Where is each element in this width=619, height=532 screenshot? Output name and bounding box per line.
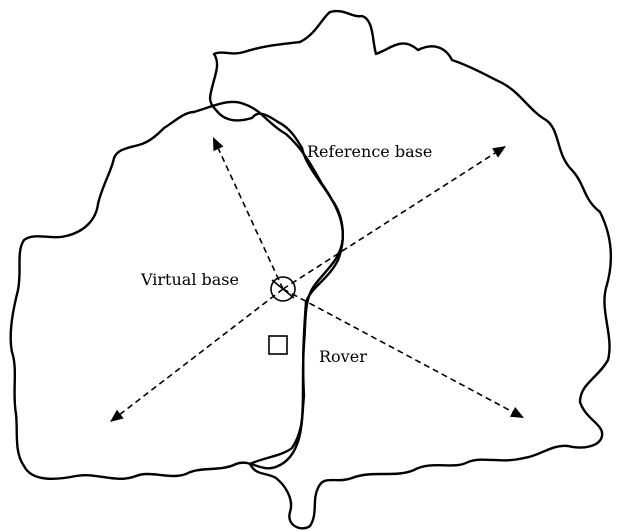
- arrow-up-left-head: [213, 137, 224, 152]
- virtual-base-label: Virtual base: [140, 270, 239, 289]
- virtual-base-marker: [270, 276, 296, 302]
- arrow-up-right-line: [282, 152, 496, 290]
- reference-base-label: Reference base: [307, 142, 432, 161]
- arrow-up-left-line: [217, 148, 284, 290]
- rover-label: Rover: [319, 347, 367, 366]
- virtual-region-outline: [9, 100, 345, 481]
- arrow-up-right-head: [492, 146, 506, 158]
- arrow-down-right-line: [282, 288, 513, 413]
- arrow-down-left-line: [119, 288, 284, 415]
- arrow-down-left-head: [110, 409, 124, 422]
- arrows-group: [110, 137, 524, 422]
- arrow-down-right-head: [509, 407, 524, 418]
- rover-marker: [268, 335, 288, 355]
- reference-region-outline: [208, 9, 612, 530]
